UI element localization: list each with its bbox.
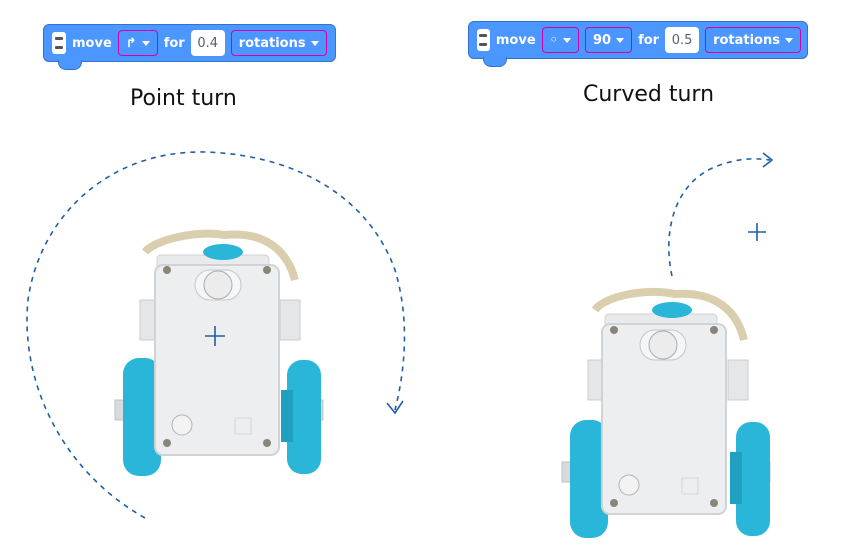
robot-icon	[52, 32, 66, 54]
move-block[interactable]: move ↱ for 0.4 rotations	[43, 24, 336, 70]
curved-turn-heading: Curved turn	[583, 82, 715, 107]
arrow-head-icon	[386, 400, 404, 415]
chevron-down-icon	[141, 40, 150, 46]
direction-dropdown[interactable]: ◦	[541, 27, 579, 53]
point-turn-heading: Point turn	[130, 86, 237, 111]
turn-path-arc	[668, 158, 771, 277]
chevron-down-icon	[616, 37, 625, 43]
unit-dropdown[interactable]: rotations	[705, 27, 801, 53]
unit-dropdown[interactable]: rotations	[230, 30, 327, 56]
curved-turn-panel: move ◦ 90 for 0.5 rotations Curved turn	[420, 0, 842, 556]
left-wheel	[123, 358, 161, 476]
right-wheel	[287, 360, 321, 474]
robot-icon	[477, 29, 490, 51]
move-block[interactable]: move ◦ 90 for 0.5 rotations	[468, 21, 808, 67]
for-label: for	[638, 32, 660, 48]
amount-input[interactable]: 0.5	[665, 27, 700, 53]
move-label: move	[72, 35, 112, 51]
move-label: move	[495, 32, 536, 48]
arrow-head-icon	[762, 152, 774, 168]
curve-direction-icon: ◦	[549, 32, 558, 48]
robot-body	[561, 288, 771, 538]
chevron-down-icon	[785, 37, 793, 43]
turn-arrow-icon: ↱	[125, 35, 137, 51]
chevron-down-icon	[310, 40, 319, 46]
point-turn-illustration	[26, 151, 406, 519]
for-label: for	[163, 35, 185, 51]
amount-input[interactable]: 0.4	[190, 30, 225, 56]
turn-path-arc	[26, 151, 406, 519]
direction-dropdown[interactable]: ↱	[117, 30, 158, 56]
turn-center-icon	[748, 223, 766, 241]
unit-label: rotations	[713, 32, 780, 48]
right-wheel	[736, 422, 770, 536]
left-wheel	[570, 420, 608, 538]
chevron-down-icon	[562, 37, 571, 43]
robot-body	[114, 229, 324, 476]
unit-label: rotations	[238, 35, 306, 51]
pivot-center-icon	[205, 326, 225, 346]
angle-dropdown[interactable]: 90	[584, 27, 633, 53]
curved-turn-illustration	[561, 152, 774, 538]
point-turn-panel: move ↱ for 0.4 rotations Point turn	[0, 0, 420, 556]
angle-value: 90	[592, 32, 612, 48]
